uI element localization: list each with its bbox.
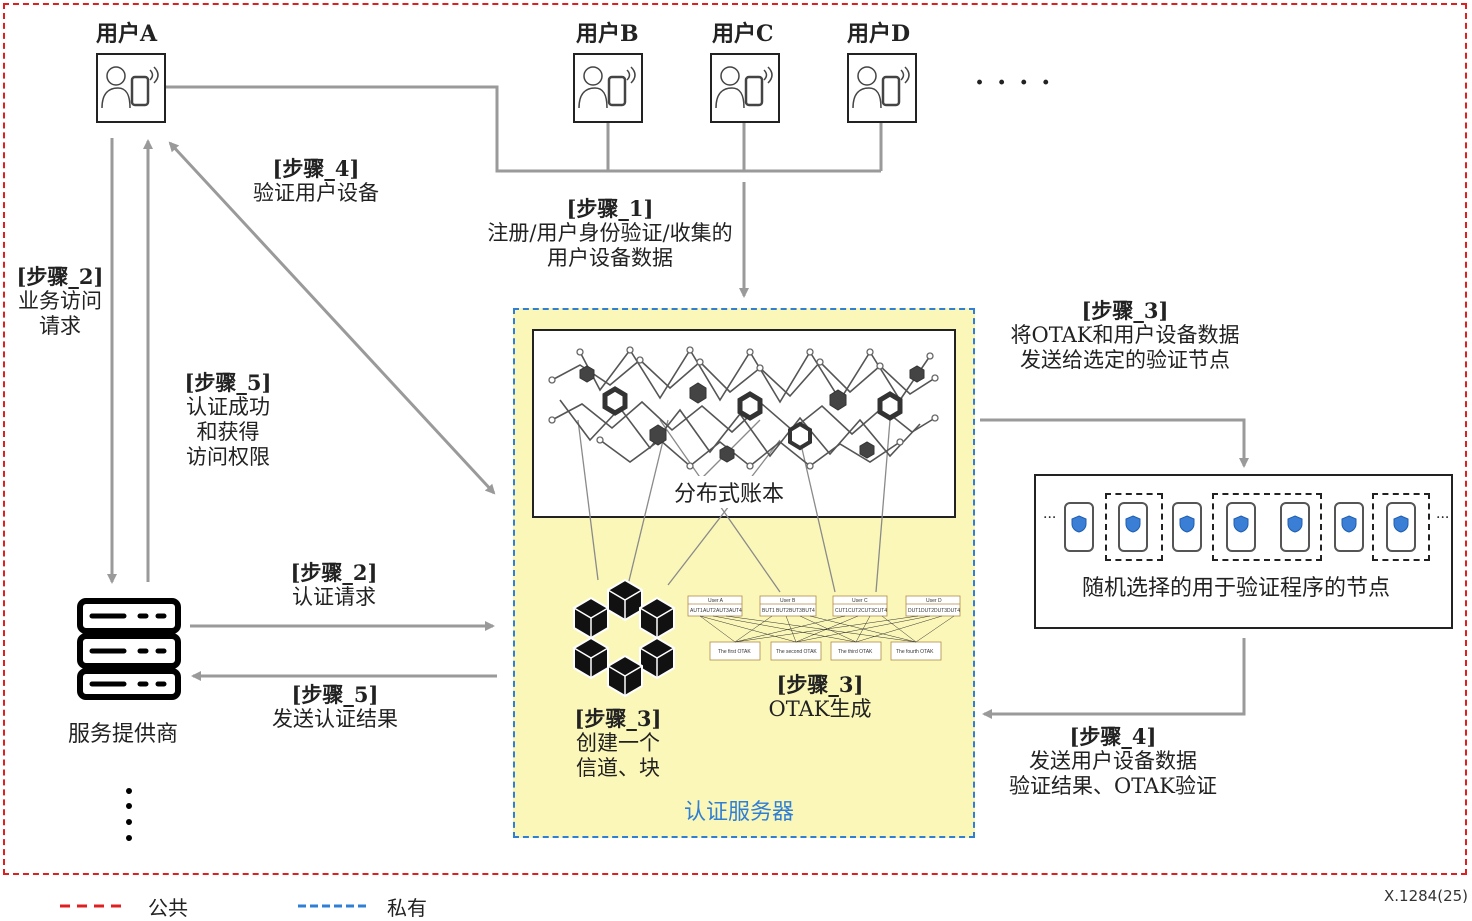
step1-title: [步骤_1]	[566, 196, 654, 221]
verification-nodes-label: 随机选择的用于验证程序的节点	[1082, 576, 1391, 601]
step3-title: [步骤_3]	[1081, 298, 1169, 323]
node-phone-icon	[1280, 502, 1310, 552]
user-device-icons	[101, 65, 911, 110]
step3-block-line: 创建一个	[576, 731, 660, 755]
otak-cell: AUT3	[716, 608, 729, 614]
node-ellipsis-right: ···	[1436, 510, 1450, 526]
step2-auth-line: 认证请求	[292, 585, 376, 609]
selected-node-group	[1212, 493, 1322, 561]
figure-id: X.1284(25)	[1384, 887, 1469, 905]
node-phone-icon	[1334, 502, 1364, 552]
otak-fourth: The fourth OTAK	[896, 649, 934, 655]
node-ellipsis-left: ···	[1043, 510, 1057, 526]
selected-node-group	[1105, 493, 1163, 561]
step3-block-title: [步骤_3]	[574, 706, 662, 731]
otak-user-c: User C	[852, 598, 868, 604]
step5-success-label: [步骤_5] 认证成功 和获得 访问权限	[176, 370, 280, 470]
step5-result-label: [步骤_5] 发送认证结果	[260, 682, 410, 732]
step1-line: 用户设备数据	[547, 246, 673, 270]
legend-private-label: 私有	[387, 896, 427, 920]
step3-send-label: [步骤_3] 将OTAK和用户设备数据 发送给选定的验证节点	[990, 298, 1260, 373]
step5-line: 访问权限	[186, 445, 270, 469]
selected-node-group	[1372, 493, 1430, 561]
step3-line: 将OTAK和用户设备数据	[1010, 323, 1240, 347]
otak-cell: CUT1	[835, 608, 848, 614]
auth-server-label: 认证服务器	[684, 800, 795, 825]
step4-bottom-line: 发送用户设备数据	[1029, 749, 1197, 773]
otak-cell: BUT4	[802, 608, 815, 614]
otak-cell: DUT2	[921, 608, 934, 614]
step5-result-title: [步骤_5]	[291, 682, 379, 707]
step4-title: [步骤_4]	[272, 156, 360, 181]
step2-auth-title: [步骤_2]	[290, 560, 378, 585]
otak-generation-table: User A User B User C User D AUT1 AUT2 AU…	[687, 595, 961, 661]
user-d-label: 用户D	[847, 21, 911, 47]
step1-line: 注册/用户身份验证/收集的	[487, 221, 733, 245]
otak-cell: AUT4	[729, 608, 742, 614]
step4-bottom-title: [步骤_4]	[1069, 724, 1157, 749]
step3-line: 发送给选定的验证节点	[1020, 348, 1230, 372]
step3-block-label: [步骤_3] 创建一个 信道、块	[562, 706, 674, 781]
step5-title: [步骤_5]	[184, 370, 272, 395]
step4-bottom-line: 验证结果、OTAK验证	[1009, 774, 1217, 798]
otak-cell: DUT3	[934, 608, 947, 614]
otak-first: The first OTAK	[718, 649, 751, 655]
user-b-label: 用户B	[576, 21, 639, 47]
otak-cell: DUT1	[908, 608, 921, 614]
otak-cell: CUT4	[874, 608, 887, 614]
step4-line: 验证用户设备	[253, 181, 379, 205]
otak-cell: CUT3	[861, 608, 874, 614]
otak-cell: BUT2	[776, 608, 789, 614]
more-users-ellipsis: · · · ·	[975, 68, 1053, 98]
otak-user-a: User A	[708, 598, 724, 604]
step4-verify-result-label: [步骤_4] 发送用户设备数据 验证结果、OTAK验证	[988, 724, 1238, 799]
step2-title: [步骤_2]	[16, 264, 104, 289]
user-a-label: 用户A	[96, 21, 158, 47]
step2-line: 业务访问	[18, 289, 102, 313]
vertical-ellipsis	[126, 788, 132, 841]
public-zone-border	[3, 3, 1467, 875]
step3-block-line: 信道、块	[576, 756, 660, 780]
step2-line: 请求	[39, 314, 81, 338]
otak-cell: AUT2	[703, 608, 716, 614]
node-phone-icon	[1064, 502, 1094, 552]
distributed-ledger-label: 分布式账本	[670, 476, 789, 508]
step2-access-label: [步骤_2] 业务访问 请求	[8, 264, 112, 339]
step3-otak-title: [步骤_3]	[776, 672, 864, 697]
ledger-network-graphic	[548, 346, 939, 470]
step5-line: 和获得	[196, 420, 260, 444]
step1-label: [步骤_1] 注册/用户身份验证/收集的 用户设备数据	[470, 196, 750, 271]
otak-user-d: User D	[926, 598, 942, 604]
legend-public-label: 公共	[148, 896, 188, 920]
otak-user-b: User B	[780, 598, 796, 604]
otak-cell: BUT1	[762, 608, 775, 614]
otak-third: The third OTAK	[838, 649, 873, 655]
otak-cell: DUT4	[947, 608, 960, 614]
step5-line: 认证成功	[186, 395, 270, 419]
otak-cell: AUT1	[690, 608, 703, 614]
otak-cell: BUT3	[789, 608, 802, 614]
step4-verify-label: [步骤_4] 验证用户设备	[236, 156, 396, 206]
otak-cell: CUT2	[848, 608, 861, 614]
step3-otak-label: [步骤_3] OTAK生成	[750, 672, 890, 722]
service-provider-label: 服务提供商	[68, 722, 179, 747]
step3-otak-line: OTAK生成	[768, 697, 872, 721]
step2-auth-request-label: [步骤_2] 认证请求	[274, 560, 394, 610]
step5-result-line: 发送认证结果	[272, 707, 398, 731]
otak-second: The second OTAK	[776, 649, 817, 655]
server-stack-icon	[77, 598, 181, 700]
user-c-label: 用户C	[712, 21, 774, 47]
